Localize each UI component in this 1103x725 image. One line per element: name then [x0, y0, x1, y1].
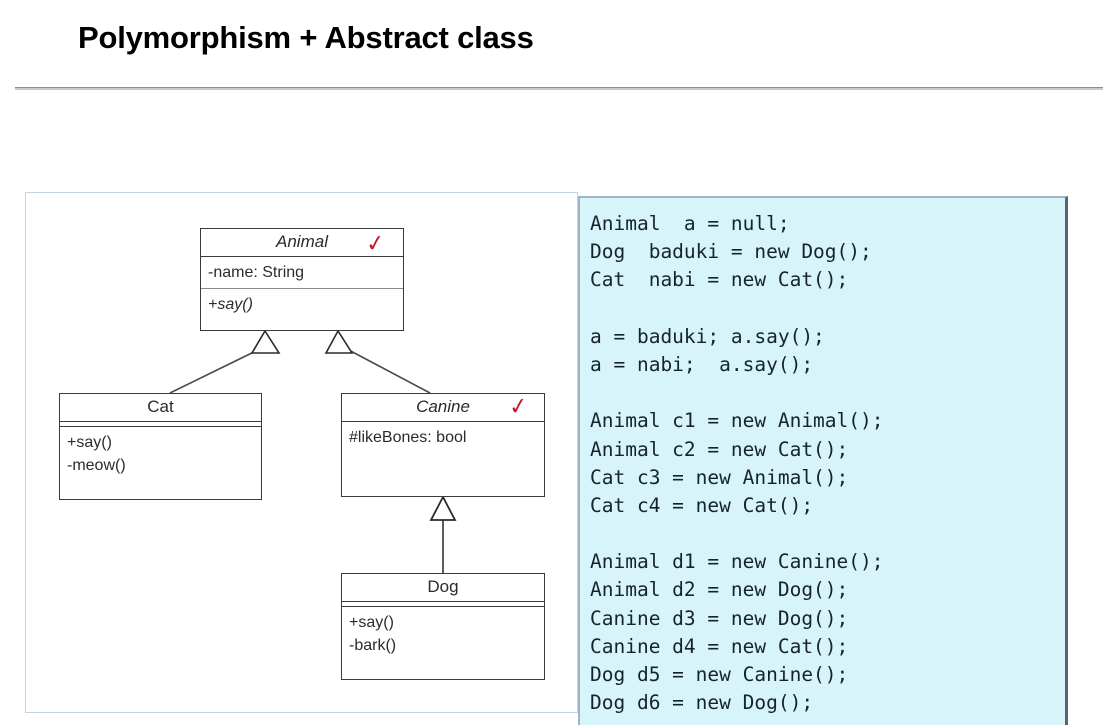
check-mark-annotation-animal: ✓ — [363, 229, 387, 259]
code-block: Animal a = null; Dog baduki = new Dog(); C… — [590, 210, 1065, 717]
uml-class-name-cat: Cat — [147, 397, 174, 416]
uml-class-animal[interactable]: Animal ✓ -name: String +say() — [200, 228, 404, 331]
uml-method: -meow() — [67, 457, 126, 475]
code-line: Cat c4 = new Cat(); — [590, 493, 814, 517]
code-line: Animal d1 = new Canine(); — [590, 550, 884, 574]
uml-method: +say() — [349, 614, 394, 631]
code-line: Animal c1 = new Animal(); — [590, 409, 884, 433]
page-title: Polymorphism + Abstract class — [78, 20, 534, 55]
code-line: Cat c3 = new Animal(); — [590, 465, 849, 489]
uml-methods-dog: +say() -bark() — [342, 607, 544, 661]
code-line: Cat nabi = new Cat(); — [590, 268, 849, 292]
uml-divider — [60, 421, 261, 422]
code-line — [590, 520, 1065, 548]
uml-class-name-animal: Animal — [276, 232, 328, 251]
uml-attributes-animal: -name: String — [201, 257, 403, 288]
uml-divider — [342, 606, 544, 607]
uml-methods-cat: +say() -meow() — [60, 427, 261, 481]
uml-methods-animal: +say() — [201, 289, 403, 320]
uml-divider — [342, 601, 544, 602]
code-line: Canine d3 = new Dog(); — [590, 606, 849, 630]
uml-class-dog[interactable]: Dog +say() -bark() — [341, 573, 545, 680]
code-line — [590, 295, 1065, 323]
code-line: Dog baduki = new Dog(); — [590, 240, 872, 264]
check-mark-annotation-canine: ✓ — [506, 392, 530, 422]
code-line: a = baduki; a.say(); — [590, 324, 825, 348]
code-line: Animal c2 = new Cat(); — [590, 437, 849, 461]
code-panel: Animal a = null; Dog baduki = new Dog(); C… — [578, 196, 1068, 725]
uml-method: -bark() — [349, 637, 397, 655]
uml-divider — [201, 288, 403, 290]
title-divider — [15, 87, 1103, 90]
uml-class-name-dog: Dog — [427, 577, 459, 596]
code-line: a = nabi; a.say(); — [590, 352, 814, 376]
code-line: Animal d2 = new Dog(); — [590, 578, 849, 602]
uml-attributes-canine: #likeBones: bool — [342, 422, 544, 453]
code-line: Dog d5 = new Canine(); — [590, 663, 849, 686]
uml-method: +say() — [67, 434, 112, 451]
code-line: Dog d6 = new Dog(); — [590, 691, 814, 715]
uml-class-cat[interactable]: Cat +say() -meow() — [59, 393, 262, 500]
uml-attribute: -name: String — [208, 264, 305, 281]
uml-method: +say() — [208, 296, 253, 314]
uml-attribute: #likeBones: bool — [349, 429, 467, 446]
uml-divider — [60, 426, 261, 427]
uml-class-name-canine: Canine — [416, 397, 470, 416]
uml-divider — [342, 421, 544, 422]
code-line: Animal a = null; — [590, 212, 790, 235]
code-line: Canine d4 = new Cat(); — [590, 634, 849, 658]
uml-class-canine[interactable]: Canine ✓ #likeBones: bool — [341, 393, 545, 497]
code-line — [590, 379, 1065, 407]
uml-divider — [201, 256, 403, 257]
